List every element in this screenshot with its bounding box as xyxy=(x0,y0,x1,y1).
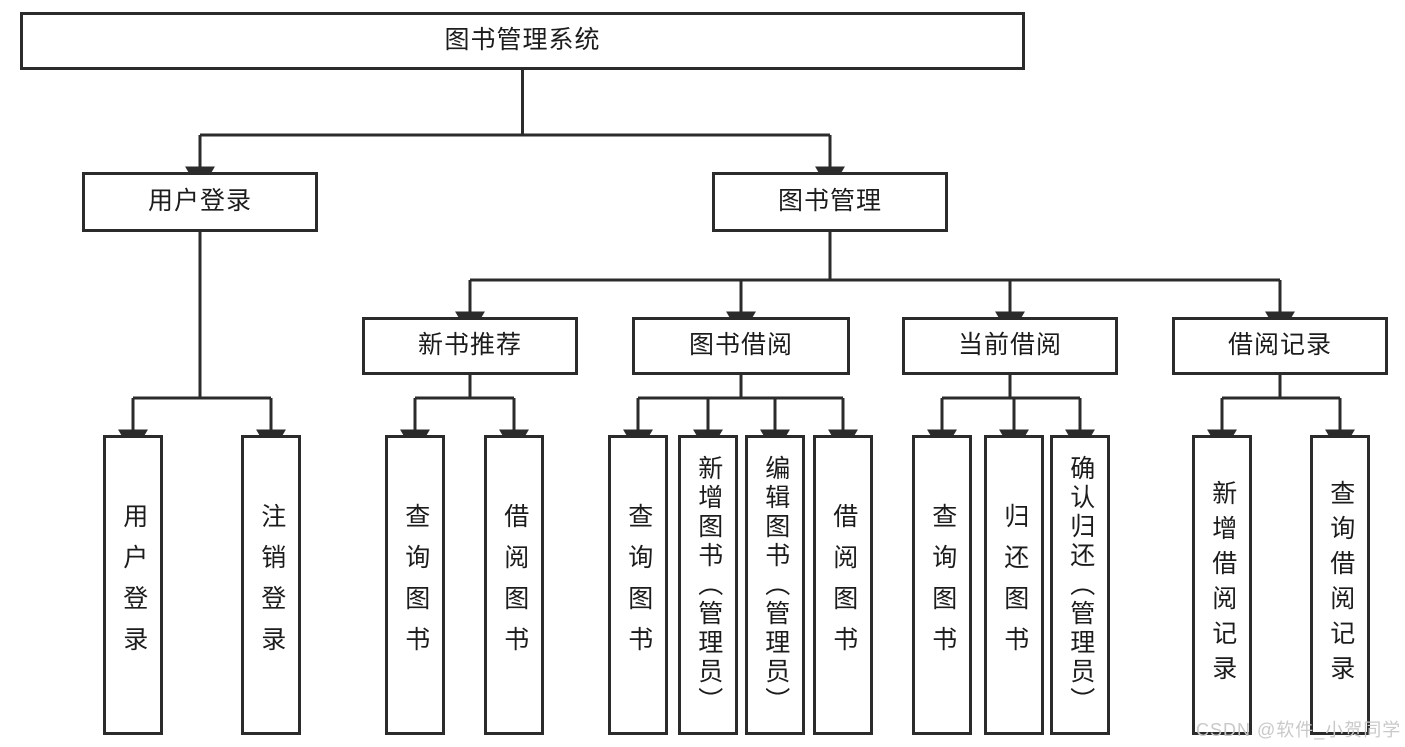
node-newbook[interactable]: 新书推荐 xyxy=(362,317,578,375)
node-c-query[interactable]: 查询图书 xyxy=(912,435,972,735)
node-label: 图书管理 xyxy=(777,187,882,216)
node-b-edit[interactable]: 编辑图书（管理员） xyxy=(745,435,805,735)
node-label: 当前借阅 xyxy=(957,331,1062,360)
node-label: 查询图书 xyxy=(928,503,957,667)
node-label: 借阅记录 xyxy=(1227,331,1332,360)
node-label: 借阅图书 xyxy=(500,503,529,667)
node-r-query[interactable]: 查询借阅记录 xyxy=(1310,435,1370,735)
node-c-confirm[interactable]: 确认归还（管理员） xyxy=(1050,435,1110,735)
node-n-query[interactable]: 查询图书 xyxy=(385,435,445,735)
node-label: 查询图书 xyxy=(401,503,430,667)
node-b-add[interactable]: 新增图书（管理员） xyxy=(678,435,738,735)
node-l-logout[interactable]: 注销登录 xyxy=(241,435,301,735)
node-root[interactable]: 图书管理系统 xyxy=(20,12,1025,70)
node-borrow[interactable]: 图书借阅 xyxy=(632,317,850,375)
node-label: 新书推荐 xyxy=(417,331,522,360)
node-c-return[interactable]: 归还图书 xyxy=(984,435,1044,735)
node-label: 用户登录 xyxy=(147,187,252,216)
node-b-lend[interactable]: 借阅图书 xyxy=(813,435,873,735)
node-current[interactable]: 当前借阅 xyxy=(902,317,1118,375)
node-label: 确认归还（管理员） xyxy=(1066,454,1095,716)
node-label: 查询借阅记录 xyxy=(1326,480,1355,690)
edges xyxy=(118,70,1355,455)
node-label: 借阅图书 xyxy=(829,503,858,667)
node-label: 查询图书 xyxy=(624,503,653,667)
node-label: 图书管理系统 xyxy=(444,26,601,55)
node-label: 注销登录 xyxy=(257,503,286,667)
node-records[interactable]: 借阅记录 xyxy=(1172,317,1388,375)
node-label: 用户登录 xyxy=(119,503,148,667)
node-b-query[interactable]: 查询图书 xyxy=(608,435,668,735)
node-r-add[interactable]: 新增借阅记录 xyxy=(1192,435,1252,735)
node-label: 新增图书（管理员） xyxy=(694,454,723,716)
node-n-borrow[interactable]: 借阅图书 xyxy=(484,435,544,735)
node-login[interactable]: 用户登录 xyxy=(82,172,318,232)
node-bookmgmt[interactable]: 图书管理 xyxy=(712,172,948,232)
node-label: 归还图书 xyxy=(1000,503,1029,667)
node-label: 图书借阅 xyxy=(688,331,793,360)
node-l-login[interactable]: 用户登录 xyxy=(103,435,163,735)
node-label: 编辑图书（管理员） xyxy=(761,454,790,716)
node-label: 新增借阅记录 xyxy=(1208,480,1237,690)
